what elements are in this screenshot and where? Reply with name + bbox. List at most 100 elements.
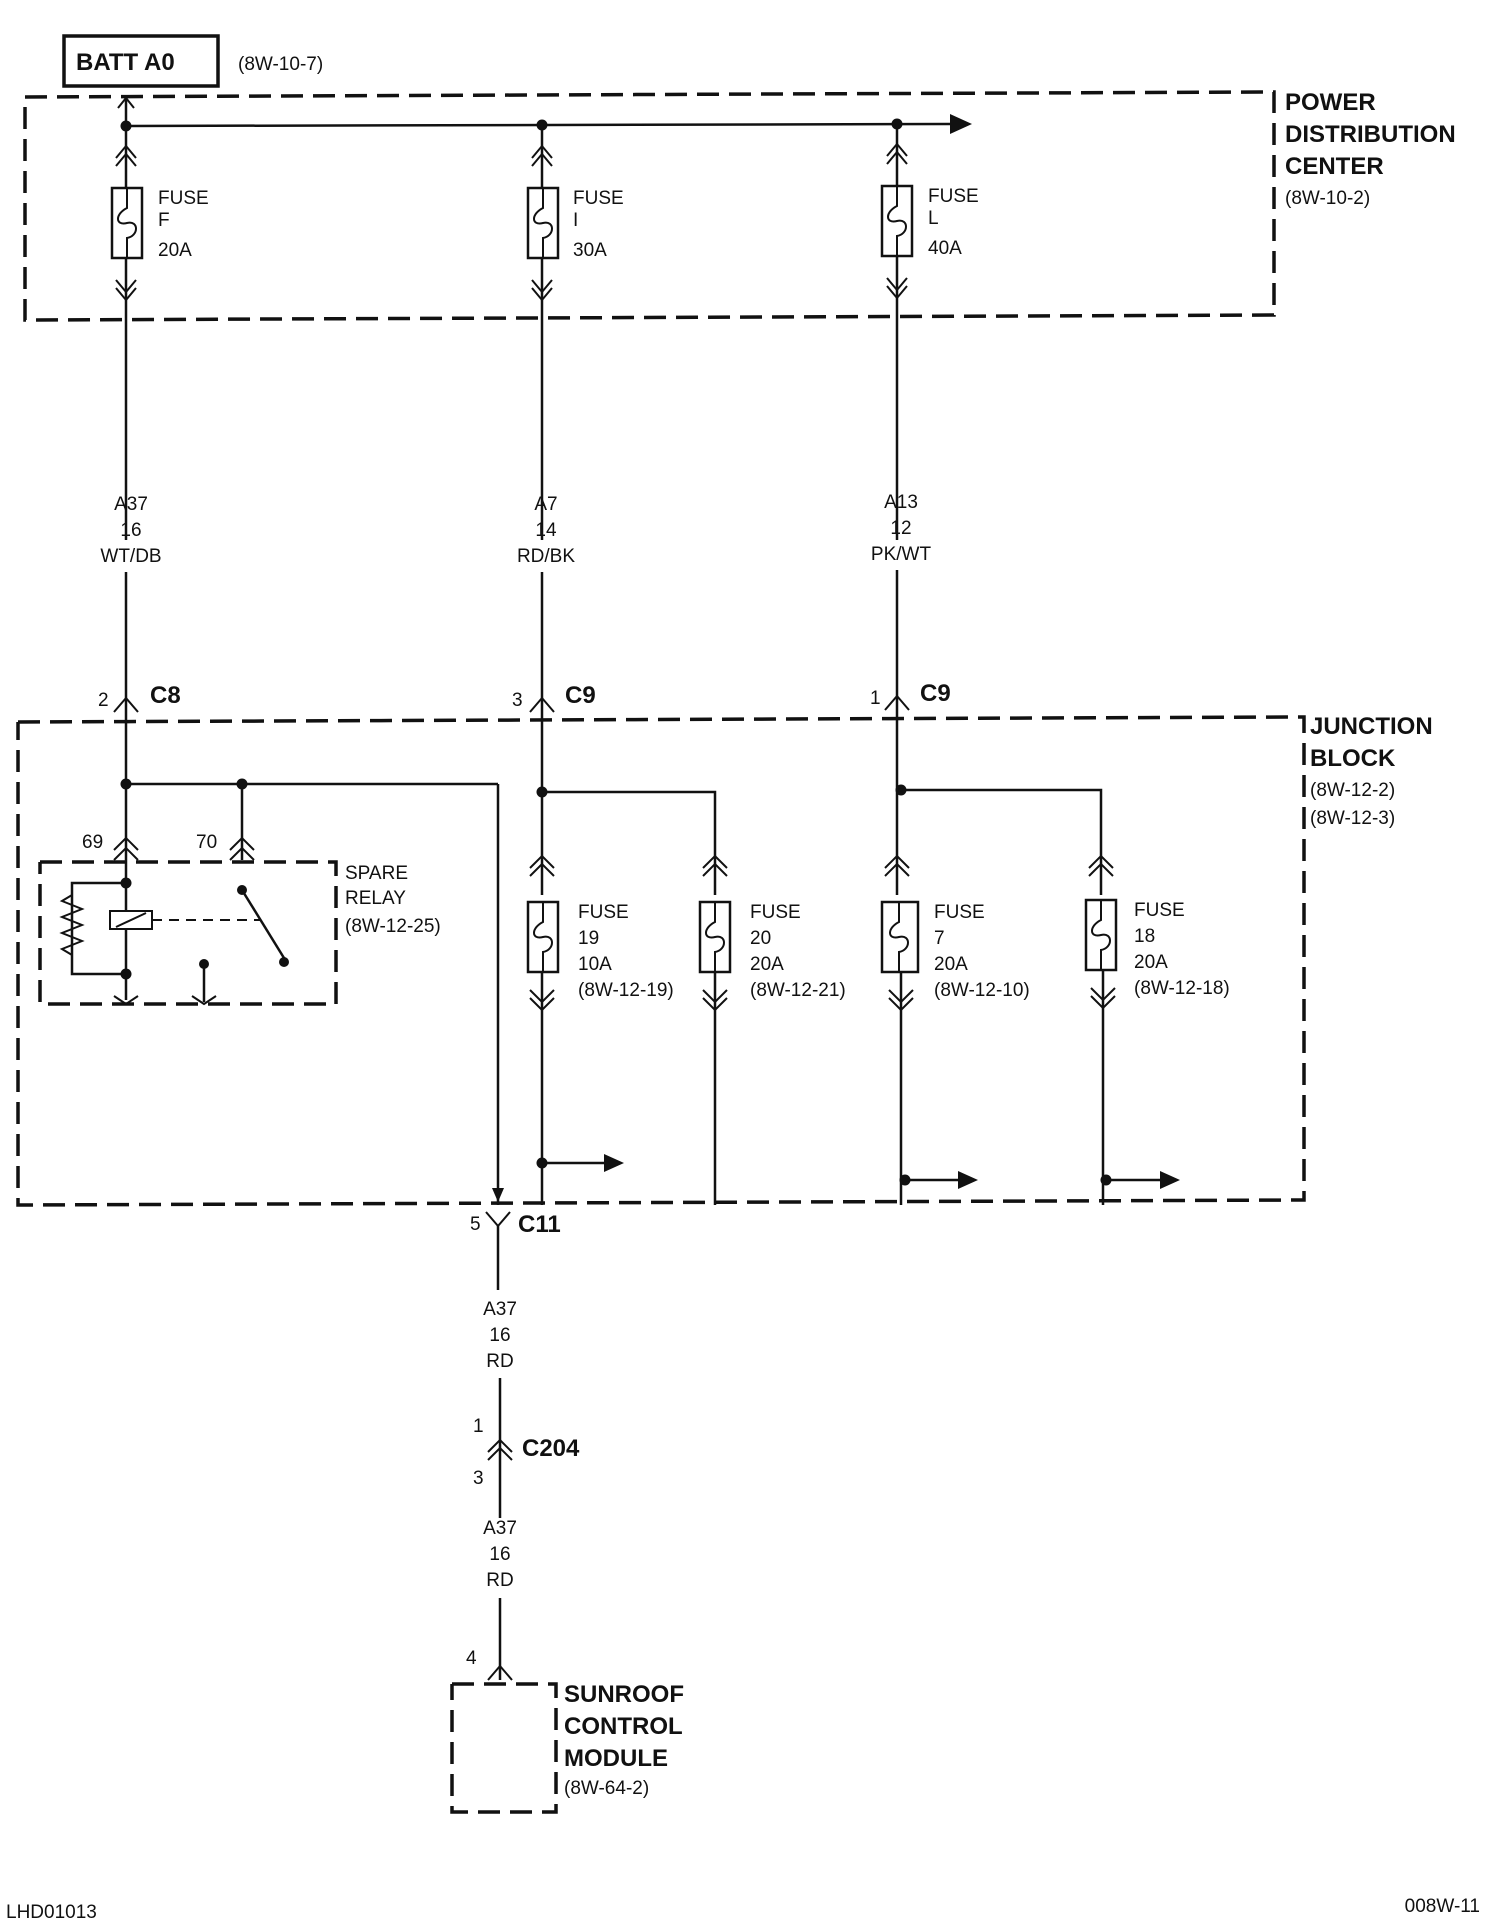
relay-coil-icon [115, 912, 147, 928]
wire-gauge: 16 [489, 1544, 510, 1565]
pdc-fuse-label: I [573, 210, 578, 231]
pdc-ref: (8W-10-2) [1285, 188, 1370, 209]
junction-node [120, 778, 132, 790]
wire-color: RD/BK [517, 546, 575, 567]
jb-fuse-label: 20A [750, 954, 784, 975]
jb-ref-2: (8W-12-3) [1310, 808, 1395, 829]
spare-relay-boundary [38, 860, 338, 1006]
wire-color: WT/DB [100, 546, 161, 567]
connector-name: C9 [920, 680, 951, 707]
chevron-up-icon [884, 854, 910, 877]
jb-title-2: BLOCK [1310, 745, 1396, 772]
pdc-boundary [23, 90, 1276, 322]
pdc-bus-arrow [950, 114, 972, 134]
pdc-fuse-label: FUSE [158, 188, 209, 209]
connector-name: C11 [518, 1211, 561, 1238]
wire-gauge: 14 [535, 520, 557, 541]
jb-fuse-label: FUSE [578, 902, 629, 923]
pdc-fuse-label: FUSE [573, 188, 624, 209]
pdc-fuse-label: 40A [928, 238, 962, 259]
wire-segment [542, 790, 717, 895]
pdc-title-3: CENTER [1285, 153, 1384, 180]
connector-name: C204 [522, 1435, 580, 1462]
fuse-element [887, 186, 907, 256]
connector-c9-symbol [529, 696, 555, 713]
batt-box [62, 34, 220, 88]
batt-ref: (8W-10-7) [238, 54, 323, 75]
chevron-up-icon [113, 836, 139, 861]
jb-fuse-label: 20A [934, 954, 968, 975]
wire-circuit: A37 [483, 1299, 517, 1320]
module-title-2: CONTROL [564, 1713, 683, 1740]
chevron-up-icon [115, 144, 137, 167]
pdc-title-2: DISTRIBUTION [1285, 121, 1456, 148]
jb-fuse-label: 19 [578, 928, 599, 949]
ground-icon [113, 995, 139, 1006]
chevron-down-icon [888, 989, 914, 1012]
relay-ref: (8W-12-25) [345, 916, 441, 937]
connector-pin: 3 [512, 690, 523, 711]
module-title-1: SUNROOF [564, 1681, 684, 1708]
junction-block-boundary [16, 715, 1306, 1207]
chevron-down-icon [702, 989, 728, 1012]
chevron-up-icon [529, 854, 555, 877]
chevron-up-icon [229, 836, 255, 861]
module-title-3: MODULE [564, 1745, 668, 1772]
chevron-down-icon [531, 279, 553, 302]
connector-module-symbol [487, 1664, 513, 1681]
pdc-fuse-label: FUSE [928, 186, 979, 207]
jb-ref-1: (8W-12-2) [1310, 780, 1395, 801]
jb-fuse-ref: (8W-12-19) [578, 980, 674, 1001]
wire-circuit: A13 [884, 492, 918, 513]
relay-switch [240, 889, 286, 959]
connector-c9-symbol [884, 694, 910, 711]
wire-gauge: 12 [890, 518, 911, 539]
pdc-fuse-label: F [158, 210, 170, 231]
connector-name: C8 [150, 682, 181, 709]
chevron-down-icon [529, 989, 555, 1012]
jb-fuse-ref: (8W-12-18) [1134, 978, 1230, 999]
wire-segment [897, 788, 1103, 895]
batt-label: BATT A0 [76, 49, 175, 76]
chevron-down-icon [1090, 987, 1116, 1010]
wire-gauge: 16 [489, 1325, 510, 1346]
wire-color: RD [486, 1351, 513, 1372]
fuse-element [705, 902, 725, 972]
connector-pin: 3 [473, 1468, 484, 1489]
jb-fuse-label: 20A [1134, 952, 1168, 973]
jb-fuse-label: 20 [750, 928, 771, 949]
wire-circuit: A7 [534, 494, 557, 515]
connector-pin: 4 [466, 1648, 477, 1669]
connector-c204-symbol [487, 1438, 513, 1461]
jb-fuse-ref: (8W-12-10) [934, 980, 1030, 1001]
jb-fuse-label: 7 [934, 928, 945, 949]
arrow-right-icon [604, 1154, 624, 1172]
connector-c11-symbol [485, 1211, 511, 1228]
module-ref: (8W-64-2) [564, 1778, 649, 1799]
jb-fuse-label: FUSE [934, 902, 985, 923]
wire-circuit: A37 [114, 494, 148, 515]
connector-pin: 1 [473, 1416, 484, 1437]
fuse-element [1091, 900, 1111, 970]
pdc-fuse-label: L [928, 208, 939, 229]
fuse-element [117, 188, 137, 258]
pdc-title-1: POWER [1285, 89, 1376, 116]
footer-left: LHD01013 [6, 1902, 97, 1923]
pdc-fuse-label: 30A [573, 240, 607, 261]
pdc-fuse-label: 20A [158, 240, 192, 261]
arrow-down-icon [492, 1188, 504, 1202]
connector-pin: 2 [98, 690, 109, 711]
arrow-right-icon [1160, 1171, 1180, 1189]
relay-label: RELAY [345, 888, 406, 909]
wire-gauge: 16 [120, 520, 141, 541]
jb-fuse-label: FUSE [1134, 900, 1185, 921]
connector-pin: 5 [470, 1214, 481, 1235]
jb-title-1: JUNCTION [1310, 713, 1433, 740]
jb-fuse-label: 10A [578, 954, 612, 975]
jb-fuse-label: 18 [1134, 926, 1155, 947]
relay-label: SPARE [345, 863, 408, 884]
wire-color: RD [486, 1570, 513, 1591]
chevron-up-icon [117, 96, 135, 109]
chevron-up-icon [531, 144, 553, 167]
